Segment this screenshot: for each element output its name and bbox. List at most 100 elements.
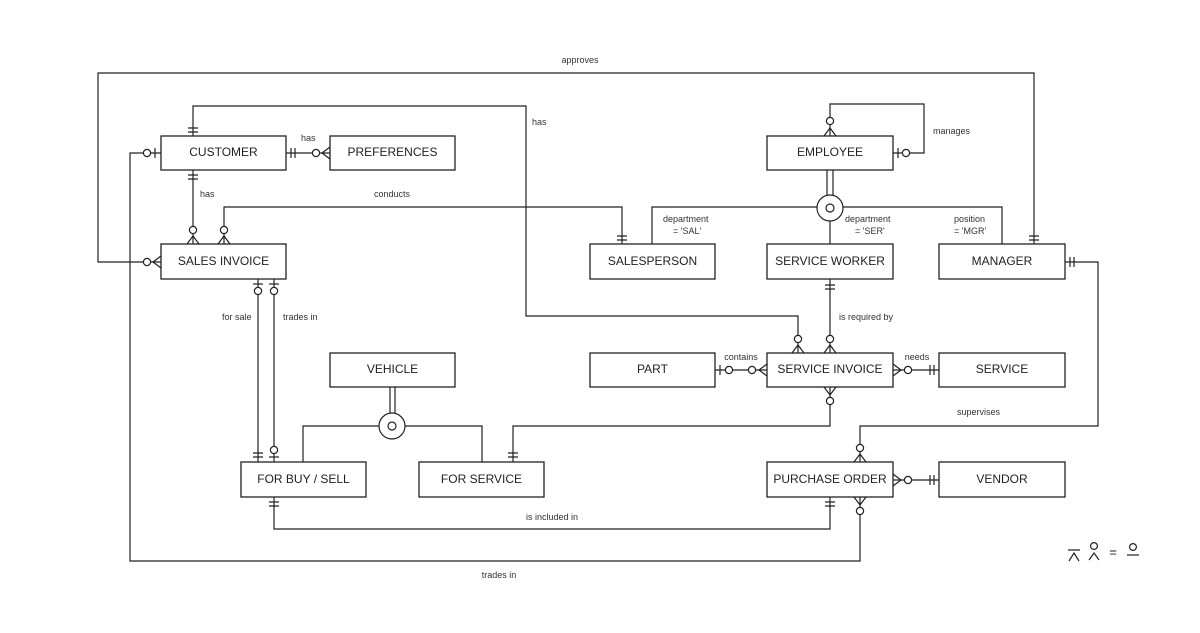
entity-service[interactable]: SERVICE [938,352,1066,388]
line-subtype-for-service [405,425,483,462]
label-manages: manages [933,126,971,136]
label-is-included-in: is included in [526,512,578,522]
line-approves [97,72,1035,263]
entity-for-buy-sell[interactable]: FOR BUY / SELL [240,461,367,498]
crow-foot-icon [892,473,902,487]
one-bar-icon [1029,235,1039,241]
entity-customer[interactable]: CUSTOMER [160,135,287,171]
zero-circle-icon [855,506,865,516]
entity-label: PART [637,362,669,376]
zero-circle-icon [855,443,865,453]
one-bar-icon [1069,257,1075,267]
one-bar-icon [188,174,198,180]
entity-label: FOR BUY / SELL [257,472,350,486]
entity-part[interactable]: PART [589,352,716,388]
label-trades-in-bottom: trades in [482,570,517,580]
line-subtype-for-buy-sell [302,425,380,462]
entity-label: VEHICLE [367,362,418,376]
label-subtype-ser-2: = 'SER' [855,226,885,236]
one-bar-icon [617,235,627,241]
crow-foot-icon [892,363,902,377]
entity-for-service[interactable]: FOR SERVICE [418,461,545,498]
relationship-labels: approves has has has conducts manages fo… [200,55,1001,580]
cardinality-symbols [142,116,1075,516]
entity-label: SALESPERSON [608,254,697,268]
zero-circle-icon [724,365,734,375]
entity-employee[interactable]: EMPLOYEE [766,135,894,171]
entity-label: SALES INVOICE [178,254,269,268]
entity-sales-invoice[interactable]: SALES INVOICE [160,243,287,280]
entity-purchase-order[interactable]: PURCHASE ORDER [766,461,894,498]
one-bar-icon [188,127,198,133]
crow-foot-icon [758,363,768,377]
label-conducts: conducts [374,189,411,199]
label-trades-in-left: trades in [283,312,318,322]
line-subtype-salesperson [651,206,818,244]
zero-circle-icon [142,148,152,158]
label-supervises: supervises [957,407,1001,417]
zero-circle-icon [903,365,913,375]
label-has-top: has [532,117,547,127]
legend-bar-crow-icon [1068,549,1080,562]
entity-service-invoice[interactable]: SERVICE INVOICE [766,352,894,388]
label-has-invoice: has [200,189,215,199]
crow-foot-icon [853,496,867,506]
entity-label: VENDOR [976,472,1028,486]
entity-vehicle[interactable]: VEHICLE [329,352,456,388]
label-subtype-ser-1: department [845,214,891,224]
one-bar-icon [825,284,835,290]
disjoint-inner-icon [387,421,397,431]
label-subtype-mgr-2: = 'MGR' [954,226,986,236]
entity-manager[interactable]: MANAGER [938,243,1066,280]
entity-label: SERVICE INVOICE [777,362,882,376]
legend-zero-circle-icon [1128,542,1137,551]
crow-foot-icon [186,235,200,245]
label-subtype-mgr-1: position [954,214,985,224]
line-subtype-manager [843,206,1003,244]
entity-salesperson[interactable]: SALESPERSON [589,243,716,280]
line-supervises [859,261,1099,462]
label-subtype-sal-1: department [663,214,709,224]
zero-circle-icon [269,286,279,296]
one-bar-icon [929,365,935,375]
label-has-pref: has [301,133,316,143]
disjoint-subtype-vehicle [378,412,406,440]
crow-foot-icon [321,146,331,160]
label-is-required-by: is required by [839,312,894,322]
label-for-sale: for sale [222,312,252,322]
entity-label: SERVICE [976,362,1028,376]
line-has-service-invoice [192,105,799,353]
crow-foot-icon [823,344,837,354]
disjoint-subtype-employee [816,194,844,222]
legend-zero-icon [1089,541,1098,550]
one-bar-icon [508,452,518,458]
entity-preferences[interactable]: PREFERENCES [329,135,456,171]
crow-foot-icon [217,235,231,245]
legend: = [1068,541,1139,562]
label-contains: contains [724,352,758,362]
line-service-invoice-vehicle [512,387,831,462]
entity-label: SERVICE WORKER [775,254,885,268]
zero-circle-icon [825,334,835,344]
entity-label: CUSTOMER [189,145,258,159]
zero-circle-icon [825,396,835,406]
line-manages [829,103,925,154]
zero-circle-icon [219,225,229,235]
entity-label: PREFERENCES [347,145,437,159]
entity-label: PURCHASE ORDER [773,472,887,486]
one-bar-icon [929,475,935,485]
label-subtype-sal-2: = 'SAL' [673,226,701,236]
zero-circle-icon [793,334,803,344]
one-bar-icon [290,148,296,158]
legend-equals: = [1109,544,1117,559]
entity-label: FOR SERVICE [441,472,522,486]
line-is-included-in [273,497,831,530]
crow-foot-icon [823,386,837,396]
entity-service-worker[interactable]: SERVICE WORKER [766,243,894,280]
zero-circle-icon [901,148,911,158]
crow-foot-icon [853,453,867,463]
entity-vendor[interactable]: VENDOR [938,461,1066,498]
one-bar-icon [825,501,835,507]
